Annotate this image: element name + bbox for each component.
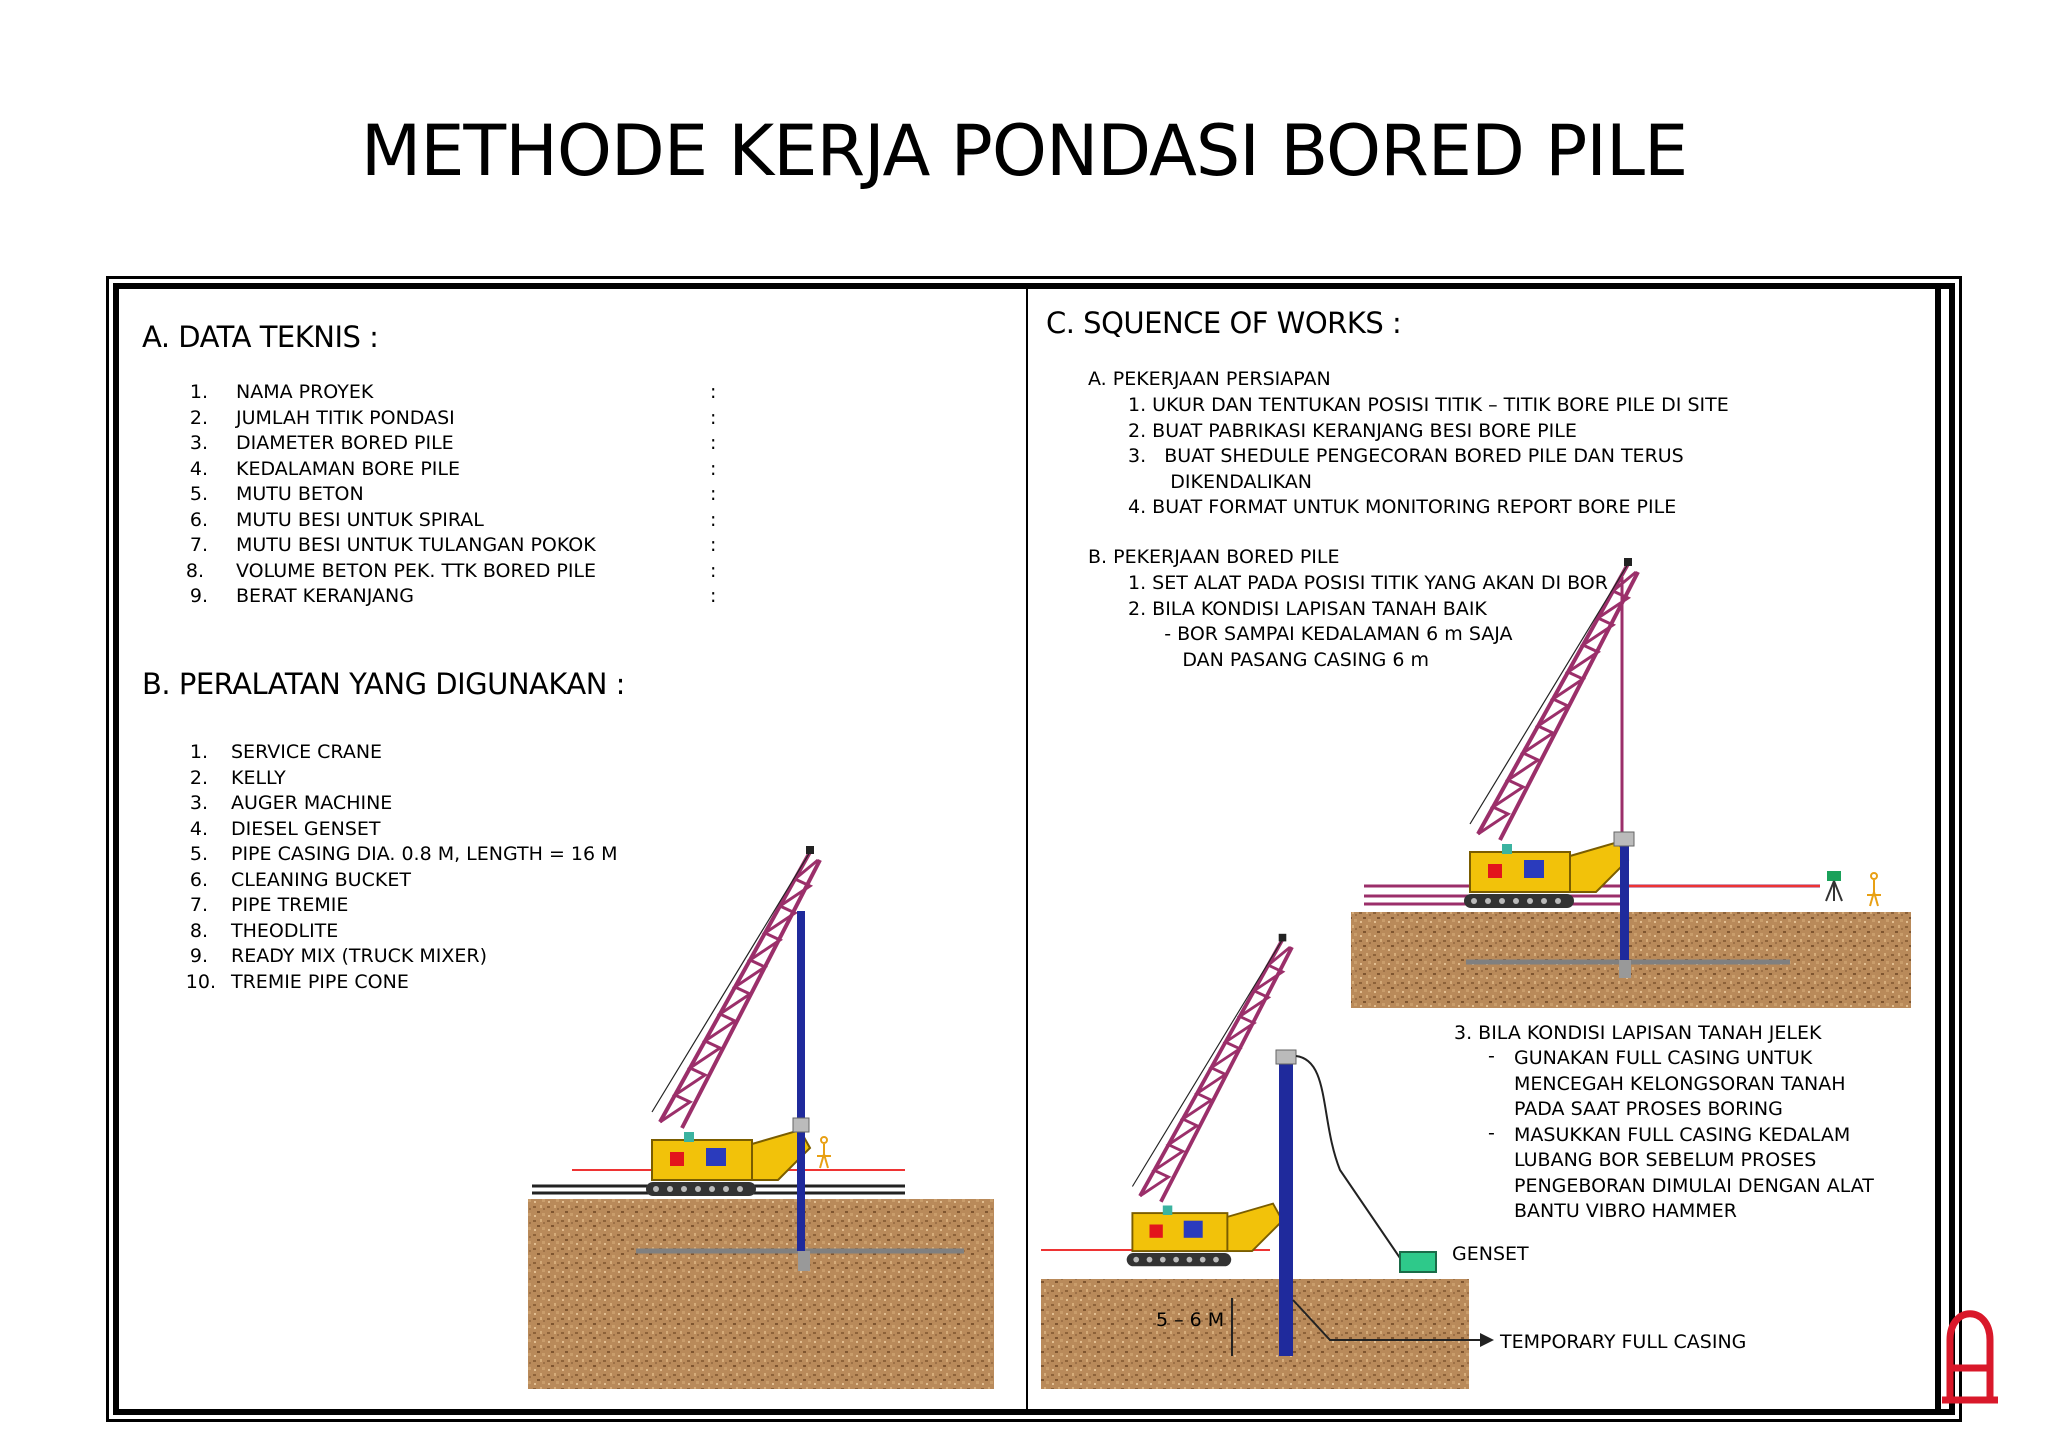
- list-item: 5.MUTU BETON:: [189, 483, 717, 505]
- logo-icon: [1942, 1310, 1998, 1404]
- list-item: 4. BUAT FORMAT UNTUK MONITORING REPORT B…: [1128, 496, 1677, 518]
- temporary-casing-label: TEMPORARY FULL CASING: [1500, 1331, 1747, 1353]
- list-item: 8.VOLUME BETON PEK. TTK BORED PILE:: [185, 559, 717, 582]
- technical-data-list: 1.NAMA PROYEK: 2.JUMLAH TITIK PONDASI: 3…: [150, 380, 750, 610]
- list-item: - GUNAKAN FULL CASING UNTUK MENCEGAH KEL…: [1488, 1045, 1846, 1120]
- list-item: 1. SET ALAT PADA POSISI TITIK YANG AKAN …: [1128, 572, 1608, 594]
- list-item: 9.BERAT KERANJANG:: [189, 585, 717, 607]
- list-item: 2. BILA KONDISI LAPISAN TANAH BAIK: [1128, 597, 1487, 620]
- inner-frame: [113, 283, 1955, 1415]
- list-item: 2. BUAT PABRIKASI KERANJANG BESI BORE PI…: [1128, 419, 1577, 442]
- list-item: 3.DIAMETER BORED PILE:: [189, 432, 717, 454]
- section-b-heading: B. PERALATAN YANG DIGUNAKAN :: [142, 667, 625, 701]
- page-title: METHODE KERJA PONDASI BORED PILE: [360, 110, 1688, 192]
- right-top-rig-diagram: [1351, 556, 1911, 1008]
- list-item: 7.PIPE TREMIE: [189, 894, 349, 916]
- left-rig-diagram: [528, 844, 994, 1389]
- list-item: 10.TREMIE PIPE CONE: [185, 970, 409, 993]
- list-item: - MASUKKAN FULL CASING KEDALAM LUBANG BO…: [1488, 1121, 1874, 1223]
- list-item: 6.CLEANING BUCKET: [189, 868, 411, 891]
- list-item: 4.KEDALAMAN BORE PILE:: [189, 457, 717, 480]
- bad-soil-list: - GUNAKAN FULL CASING UNTUK MENCEGAH KEL…: [1488, 1045, 1874, 1225]
- list-item: 1. UKUR DAN TENTUKAN POSISI TITIK – TITI…: [1128, 394, 1729, 416]
- list-item: 3.AUGER MACHINE: [189, 792, 393, 814]
- bored-pile-list: 1. SET ALAT PADA POSISI TITIK YANG AKAN …: [1128, 571, 1608, 673]
- list-item: - BOR SAMPAI KEDALAMAN 6 m SAJA: [1128, 623, 1513, 645]
- preparation-heading: A. PEKERJAAN PERSIAPAN: [1088, 368, 1331, 390]
- list-item: 7.MUTU BESI UNTUK TULANGAN POKOK:: [189, 534, 717, 556]
- right-bottom-rig-diagram: [1041, 931, 1494, 1389]
- genset-label: GENSET: [1452, 1243, 1529, 1265]
- list-item: 1.NAMA PROYEK:: [189, 381, 717, 403]
- list-item: 8.THEODLITE: [189, 919, 339, 942]
- column-divider: [1026, 289, 1028, 1409]
- list-item: DAN PASANG CASING 6 m: [1128, 648, 1430, 671]
- preparation-list: 1. UKUR DAN TENTUKAN POSISI TITIK – TITI…: [1128, 393, 1729, 521]
- list-item: 4.DIESEL GENSET: [189, 817, 381, 840]
- equipment-list: 1.SERVICE CRANE 2.KELLY 3.AUGER MACHINE …: [150, 740, 670, 995]
- frame-notch: [1935, 283, 1941, 1415]
- bad-soil-heading: 3. BILA KONDISI LAPISAN TANAH JELEK: [1454, 1022, 1822, 1044]
- list-item: 1.SERVICE CRANE: [189, 741, 383, 763]
- genset-icon: [1399, 1251, 1437, 1273]
- list-item: 9.READY MIX (TRUCK MIXER): [189, 945, 488, 967]
- list-item: 2.KELLY: [189, 766, 286, 789]
- list-item: 3. BUAT SHEDULE PENGECORAN BORED PILE DA…: [1128, 445, 1684, 467]
- bored-pile-heading: B. PEKERJAAN BORED PILE: [1088, 546, 1340, 568]
- list-item: 6.MUTU BESI UNTUK SPIRAL:: [189, 508, 717, 531]
- section-c-heading: C. SQUENCE OF WORKS :: [1046, 306, 1402, 340]
- theodolite-icon: [1825, 871, 1843, 902]
- section-a-heading: A. DATA TEKNIS :: [142, 320, 379, 354]
- outer-frame: [106, 276, 1962, 1422]
- depth-label: 5 – 6 M: [1156, 1309, 1225, 1331]
- list-item: 2.JUMLAH TITIK PONDASI:: [189, 406, 717, 429]
- list-item: 5.PIPE CASING DIA. 0.8 M, LENGTH = 16 M: [189, 843, 618, 865]
- list-item: DIKENDALIKAN: [1128, 470, 1313, 493]
